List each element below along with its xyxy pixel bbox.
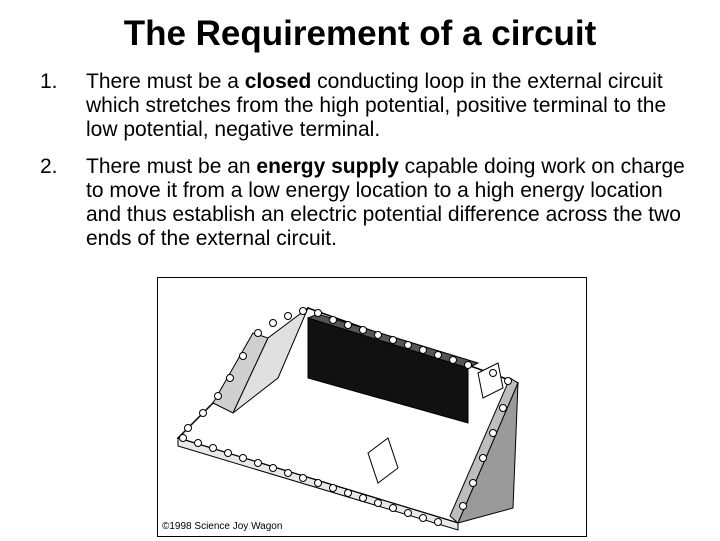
circuit-figure: ©1998 Science Joy Wagon [157, 277, 587, 537]
list-text-before: There must be an [86, 155, 257, 178]
figure-credit: ©1998 Science Joy Wagon [162, 521, 283, 532]
charge-loop-diagram-icon [176, 306, 520, 531]
list-number: 2. [40, 155, 58, 178]
list-item-2: 2. There must be an energy supply capabl… [40, 155, 696, 251]
list-text-after: capable doing work on charge to move it … [86, 155, 685, 250]
list-item-1: 1. There must be a closed conducting loo… [40, 70, 696, 142]
page-title: The Requirement of a circuit [123, 14, 597, 53]
list-text-after: conducting loop in the external circuit … [86, 70, 667, 141]
list-text-bold: closed [244, 70, 312, 93]
list-text-bold: energy supply [256, 155, 399, 178]
list-text-before: There must be a [86, 70, 245, 93]
list-number: 1. [40, 70, 58, 93]
